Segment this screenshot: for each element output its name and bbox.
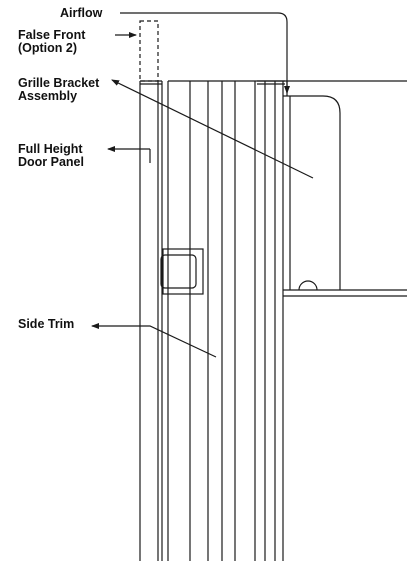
side-trim-leader [91,323,217,358]
grille-leader [111,79,314,179]
hinge [160,248,204,295]
door-panel [139,80,162,561]
grille-bracket-label-line2: Assembly [18,89,78,103]
side-trim-lines [161,80,285,561]
airflow-leader [120,12,290,94]
false-front-outline [139,20,159,82]
door-panel-label-line1: Full Height [18,142,83,156]
bracket-clip [298,280,318,291]
side-trim-label: Side Trim [18,318,74,331]
false-front-label: False Front (Option 2) [18,29,85,55]
grille-bracket-label-line1: Grille Bracket [18,76,100,90]
grille-bracket-label: Grille Bracket Assembly [18,77,99,103]
side-trim-label-text: Side Trim [18,317,75,331]
door-panel-label: Full Height Door Panel [18,143,84,169]
airflow-label: Airflow [60,7,102,20]
door-panel-label-line2: Door Panel [18,155,84,169]
grille-bracket-assembly [257,80,407,561]
airflow-label-text: Airflow [60,6,103,20]
false-front-label-line1: False Front [18,28,86,42]
false-front-label-line2: (Option 2) [18,41,78,55]
